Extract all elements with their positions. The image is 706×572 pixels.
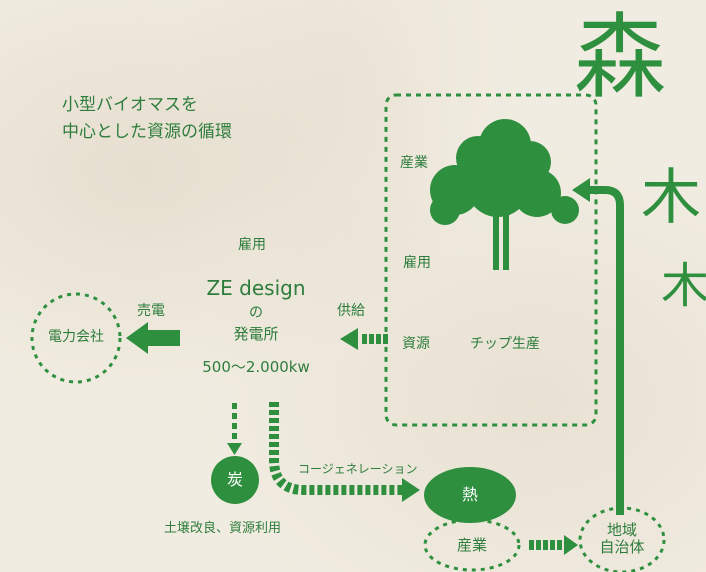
local-gov-circle [578,506,666,572]
intro-line-1: 小型バイオマスを [62,95,198,115]
tree-icon [430,119,579,270]
charcoal-use-label: 土壌改良、資源利用 [164,521,282,536]
sell-arrow [126,322,180,354]
charcoal-circle [211,456,259,504]
cogeneration-label: コージェネレーション [298,462,418,476]
forest-frame [384,93,598,427]
plant-type: 発電所 [233,325,279,343]
power-company-circle [30,292,122,384]
kanji-mori: 森 [574,4,667,111]
industry-oval [423,518,521,572]
local-gov-line-2: 自治体 [599,538,645,556]
cogeneration-path [269,402,404,495]
heat-label: 熱 [461,485,478,504]
intro-text: 小型バイオマスを 中心とした資源の循環 [62,92,302,146]
charcoal-label: 炭 [226,470,243,489]
forest-industry-label: 産業 [400,155,428,171]
kanji-ki-small: 木 [661,258,706,314]
plant-employment-label: 雇用 [238,237,266,253]
chip-production-label: チップ生産 [470,336,540,352]
supply-label: 供給 [337,303,365,319]
return-arrow-line [586,186,624,515]
kanji-ki-large: 木 [641,163,701,233]
plant-particle: の [249,305,263,321]
return-arrow-head [572,178,590,202]
plant-name: ZE design [206,276,306,300]
local-gov-line-1: 地域 [606,521,637,539]
plant-capacity: 500〜2.000kw [202,358,310,376]
sell-label: 売電 [137,303,165,319]
supply-arrow [340,328,388,350]
forest-resources-label: 資源 [402,336,430,352]
heat-oval [424,467,516,523]
intro-line-2: 中心とした資源の循環 [62,122,232,142]
power-company-label: 電力会社 [48,329,104,345]
cogeneration-arrow-head [402,478,420,502]
forest-employment-label: 雇用 [403,255,431,271]
industry-bottom-label: 産業 [456,536,487,554]
industry-to-local-arrow [529,535,578,555]
local-gov-label: 地域 自治体 [580,522,664,556]
charcoal-arrow [227,403,242,455]
